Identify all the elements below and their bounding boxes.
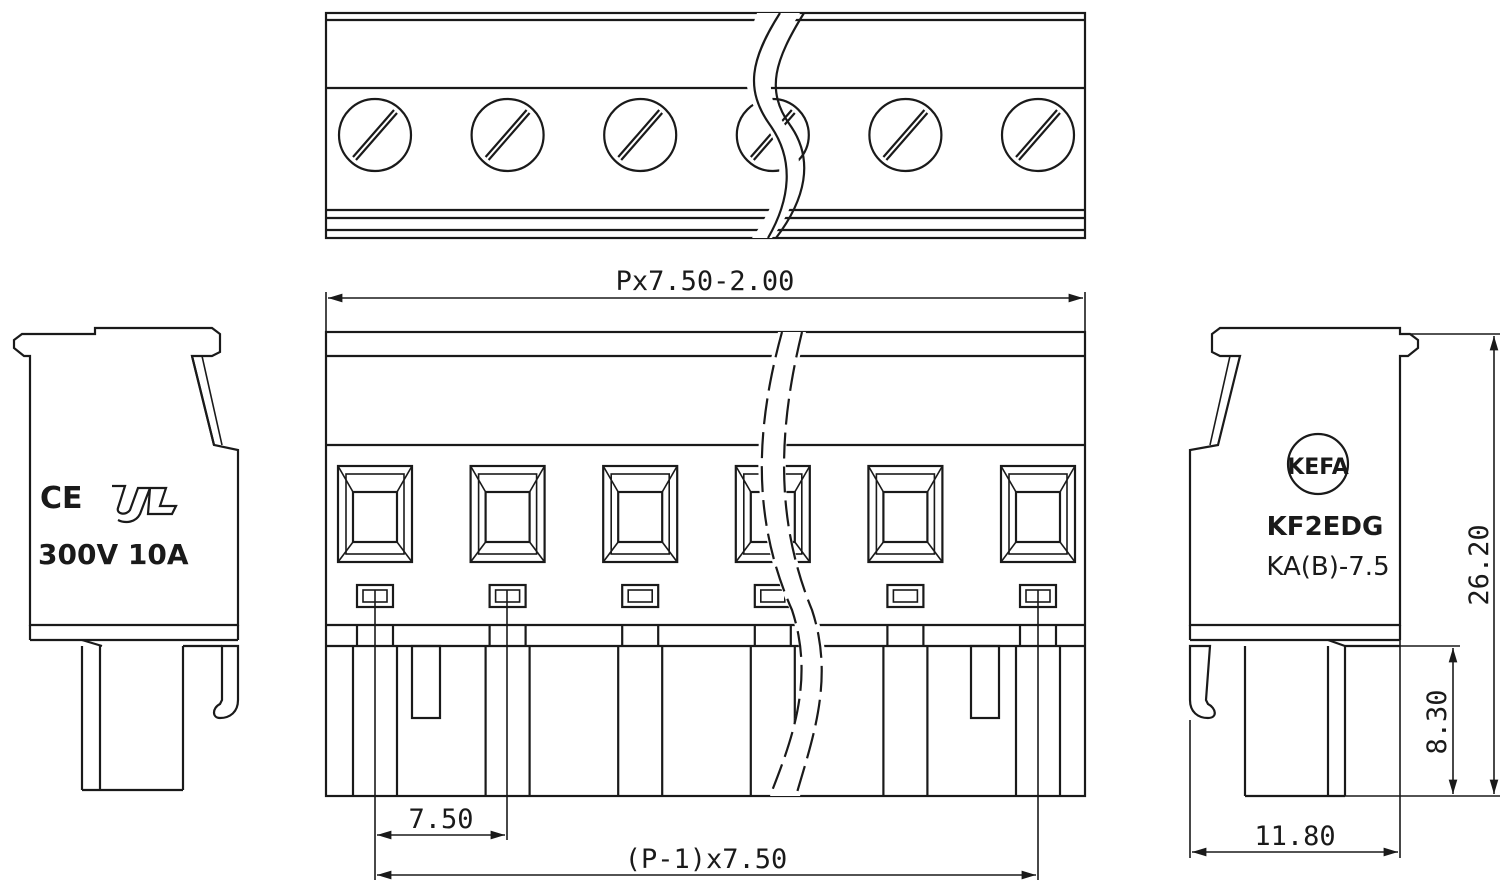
right-side-view: KEFA KF2EDG KA(B)-7.5 bbox=[1188, 326, 1420, 798]
pitch-label: 7.50 bbox=[408, 804, 473, 835]
ce-mark: CE bbox=[40, 481, 83, 516]
screw-row bbox=[337, 97, 1076, 173]
screw-head-icon bbox=[868, 97, 943, 173]
pin-slot bbox=[882, 625, 929, 796]
test-hole bbox=[621, 583, 660, 609]
left-side-view: CE UL 300V 10A bbox=[12, 326, 240, 792]
height-label: 26.20 bbox=[1464, 524, 1495, 605]
front-break-lines bbox=[758, 331, 827, 797]
wire-entry-opening bbox=[867, 464, 944, 564]
dim-overall-width: Px7.50-2.00 bbox=[325, 266, 1086, 332]
dim-pitch: 7.50 bbox=[374, 590, 508, 880]
screw-head-icon bbox=[470, 97, 545, 173]
wire-entry-opening bbox=[999, 464, 1077, 564]
screw-head-icon bbox=[603, 97, 678, 173]
wire-entry-opening bbox=[336, 464, 414, 564]
pin-slot bbox=[351, 625, 399, 796]
rating-label: 300V 10A bbox=[38, 538, 189, 571]
kefa-logo-icon: KEFA bbox=[1286, 432, 1350, 496]
pin-slot bbox=[484, 625, 531, 796]
latch-left bbox=[410, 644, 442, 720]
brand-logo-text: KEFA bbox=[1287, 455, 1349, 480]
wire-entry-opening bbox=[602, 464, 679, 564]
depth-label: 11.80 bbox=[1254, 821, 1335, 852]
pin-section bbox=[351, 625, 1062, 796]
dim-pin-length: 8.30 bbox=[1345, 645, 1460, 794]
pin-length-label: 8.30 bbox=[1422, 689, 1453, 754]
variant-label: KA(B)-7.5 bbox=[1266, 552, 1389, 582]
model-label: KF2EDG bbox=[1267, 512, 1384, 542]
pin-slot bbox=[617, 625, 664, 796]
overall-width-label: Px7.50-2.00 bbox=[616, 266, 795, 297]
screw-head-icon bbox=[1000, 97, 1076, 173]
top-break-lines bbox=[745, 12, 806, 239]
screw-head-icon bbox=[337, 97, 413, 173]
pin-slot bbox=[1014, 625, 1062, 796]
front-view bbox=[324, 330, 1087, 798]
top-view bbox=[324, 11, 1087, 240]
test-hole bbox=[886, 583, 925, 609]
total-pitch-label: (P-1)x7.50 bbox=[625, 844, 788, 875]
dim-total-pitch: (P-1)x7.50 bbox=[377, 590, 1039, 880]
dim-height: 26.20 bbox=[1345, 333, 1500, 797]
wire-entry-row bbox=[336, 464, 1077, 609]
ul-mark-icon: UL bbox=[112, 484, 178, 524]
dim-depth: 11.80 bbox=[1189, 640, 1401, 858]
latch-right bbox=[969, 644, 1001, 720]
wire-entry-opening bbox=[469, 464, 546, 564]
